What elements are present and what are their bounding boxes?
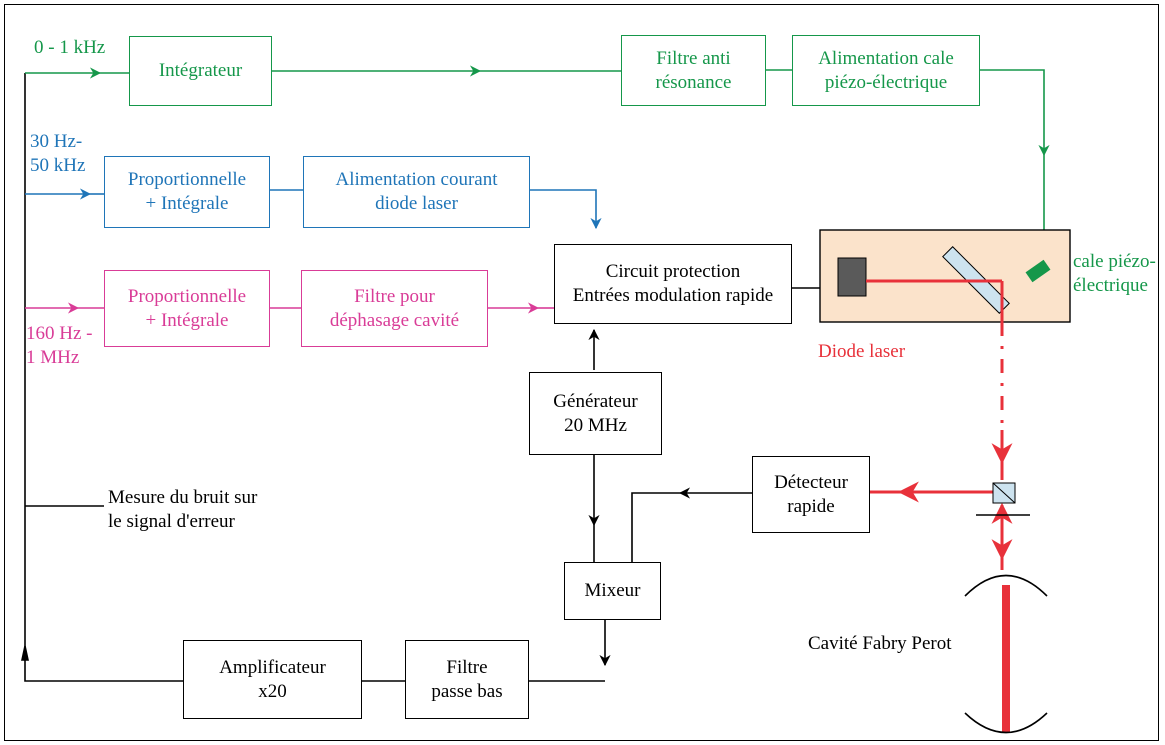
band-high-label: 160 Hz - 1 MHz bbox=[26, 323, 93, 368]
amplificateur-box: Amplificateur x20 bbox=[183, 640, 362, 719]
filtre-anti-resonance-box: Filtre anti résonance bbox=[621, 35, 766, 106]
diode-laser-label: Diode laser bbox=[818, 341, 906, 362]
mesure-bruit-label: Mesure du bruit sur le signal d'erreur bbox=[108, 487, 258, 532]
mixeur-box: Mixeur bbox=[564, 562, 661, 620]
blue-branch bbox=[25, 188, 602, 230]
cavite-label: Cavité Fabry Perot bbox=[808, 633, 952, 654]
proportionnelle-integrale-blue-box: Proportionnelle + Intégrale bbox=[104, 156, 270, 228]
cavity-mirror-bottom bbox=[964, 712, 1048, 734]
cale-piezo-label: cale piézo- électrique bbox=[1073, 251, 1156, 296]
proportionnelle-integrale-pink-box: Proportionnelle + Intégrale bbox=[104, 270, 270, 347]
feedback-bus bbox=[21, 73, 836, 682]
laser-beam bbox=[866, 279, 1013, 733]
circuit-protection-box: Circuit protection Entrées modulation ra… bbox=[554, 244, 792, 324]
filtre-dephasage-box: Filtre pour déphasage cavité bbox=[301, 270, 488, 347]
alimentation-cale-box: Alimentation cale piézo-électrique bbox=[792, 35, 980, 106]
band-low-label: 0 - 1 kHz bbox=[34, 37, 106, 58]
detecteur-box: Détecteur rapide bbox=[752, 456, 870, 533]
filtre-passe-bas-box: Filtre passe bas bbox=[405, 640, 529, 719]
integrateur-box: Intégrateur bbox=[129, 36, 272, 106]
piezo-wedge bbox=[1025, 259, 1051, 283]
laser-chip bbox=[837, 257, 867, 297]
alimentation-courant-box: Alimentation courant diode laser bbox=[303, 156, 530, 228]
cavity-mirror-top bbox=[964, 574, 1048, 597]
generateur-box: Générateur 20 MHz bbox=[529, 372, 662, 455]
band-mid-label: 30 Hz- 50 kHz bbox=[30, 131, 86, 176]
diagram-frame bbox=[4, 4, 1159, 741]
